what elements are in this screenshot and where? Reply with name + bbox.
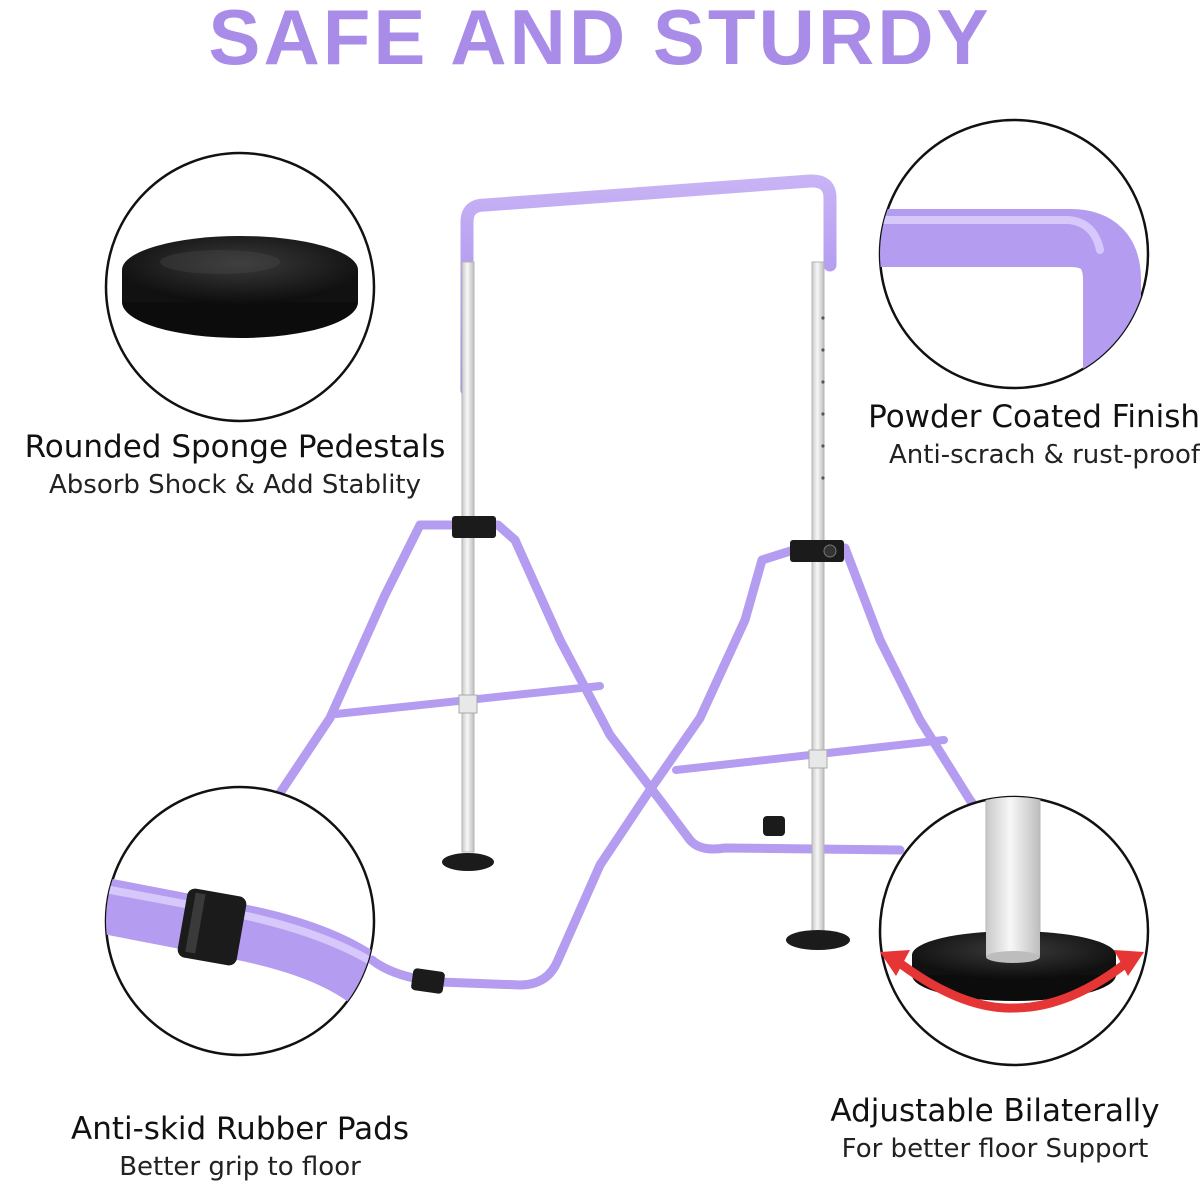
pads-detail-circle <box>104 785 376 1057</box>
pedestal-detail-circle <box>104 151 376 423</box>
callout-adjust-title: Adjustable Bilaterally <box>830 1093 1160 1129</box>
page-title: SAFE AND STURDY <box>208 0 992 81</box>
callout-pedestals-subtitle: Absorb Shock & Add Stablity <box>48 469 421 500</box>
callout-pads-title: Anti-skid Rubber Pads <box>70 1111 409 1147</box>
adjust-detail-circle <box>878 795 1150 1067</box>
callout-finish-title: Powder Coated Finish <box>868 399 1200 435</box>
sponge-pedestal-icon <box>122 236 358 338</box>
callout-pads: Anti-skid Rubber Pads Better grip to flo… <box>30 1110 450 1185</box>
adjustable-foot-icon <box>912 797 1116 1001</box>
callout-adjust: Adjustable Bilaterally For better floor … <box>790 1092 1200 1167</box>
callout-pads-subtitle: Better grip to floor <box>119 1151 361 1182</box>
powder-coated-tube-icon <box>880 209 1141 388</box>
rubber-pad-icon <box>106 877 374 1007</box>
finish-detail-circle <box>878 118 1150 390</box>
callout-adjust-subtitle: For better floor Support <box>841 1133 1149 1164</box>
callout-finish: Powder Coated Finish Anti-scrach & rust-… <box>818 398 1200 473</box>
callout-pedestals: Rounded Sponge Pedestals Absorb Shock & … <box>0 428 470 503</box>
rotation-arrows-icon <box>880 950 1144 1013</box>
bar-frame <box>257 174 1005 994</box>
callout-finish-subtitle: Anti-scrach & rust-proof <box>889 439 1200 470</box>
callout-pedestals-title: Rounded Sponge Pedestals <box>24 429 446 465</box>
